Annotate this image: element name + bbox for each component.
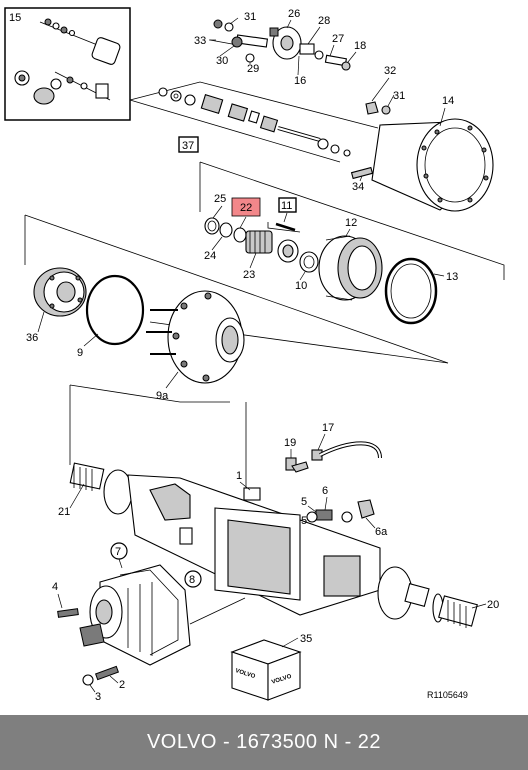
label-1: 1 — [236, 470, 242, 482]
label-5-bottom: 5 — [301, 515, 307, 527]
label-31-top: 31 — [244, 11, 256, 23]
label-21: 21 — [58, 506, 70, 518]
label-13: 13 — [446, 271, 458, 283]
label-7: 7 — [115, 546, 121, 558]
part-number-caption: VOLVO - 1673500 N - 22 — [146, 731, 382, 753]
label-6a: 6a — [375, 526, 388, 538]
label-28: 28 — [318, 15, 330, 27]
label-5-top: 5 — [301, 496, 307, 508]
label-17: 17 — [322, 422, 334, 434]
exploded-parts-diagram: 15 31 26 28 33 27 18 30 29 16 — [4, 7, 505, 703]
parts-box-35: VOLVO VOLVO — [230, 639, 302, 701]
label-18: 18 — [354, 40, 366, 52]
label-box-37 — [178, 136, 199, 153]
label-37: 37 — [182, 140, 194, 152]
label-8: 8 — [189, 574, 195, 586]
breather-hose-17 — [285, 441, 382, 473]
label-20: 20 — [487, 599, 499, 611]
inset-drawing-15 — [4, 7, 131, 121]
bracket-line — [69, 384, 230, 403]
label-22: 22 — [240, 202, 252, 214]
label-4: 4 — [52, 581, 58, 593]
axle-housing-1 — [69, 462, 478, 628]
label-36: 36 — [26, 332, 38, 344]
label-16: 16 — [294, 75, 306, 87]
label-24: 24 — [204, 250, 216, 262]
hub-housing-14 — [350, 101, 494, 212]
planetary-gear-set — [199, 161, 505, 325]
label-14: 14 — [442, 95, 454, 107]
label-33: 33 — [194, 35, 206, 47]
label-box-11 — [278, 197, 297, 213]
label-11: 11 — [281, 200, 292, 212]
label-25: 25 — [214, 193, 226, 205]
label-27: 27 — [332, 33, 344, 45]
label-23: 23 — [243, 269, 255, 281]
highlight-box-22 — [231, 197, 261, 217]
label-6: 6 — [322, 485, 328, 497]
label-12: 12 — [345, 217, 357, 229]
label-9: 9 — [77, 347, 83, 359]
label-30: 30 — [216, 55, 228, 67]
wheel-hub-9a — [24, 214, 449, 384]
label-34: 34 — [352, 181, 364, 193]
reference-code: R1105649 — [427, 690, 468, 700]
label-10: 10 — [295, 280, 307, 292]
label-19: 19 — [284, 437, 296, 449]
label-2: 2 — [119, 679, 125, 691]
label-31-right: 31 — [393, 90, 405, 102]
label-3: 3 — [95, 691, 101, 703]
differential-carrier-7 — [57, 564, 246, 686]
label-15: 15 — [9, 12, 21, 24]
circle-8 — [184, 570, 202, 588]
label-32: 32 — [384, 65, 396, 77]
shaft-assembly-37 — [129, 81, 379, 163]
flange-group-26 — [209, 19, 351, 71]
label-26: 26 — [288, 8, 300, 20]
label-29: 29 — [247, 63, 259, 75]
footer-bar: VOLVO - 1673500 N - 22 — [0, 715, 528, 770]
label-35: 35 — [300, 633, 312, 645]
drain-plugs — [306, 499, 375, 523]
